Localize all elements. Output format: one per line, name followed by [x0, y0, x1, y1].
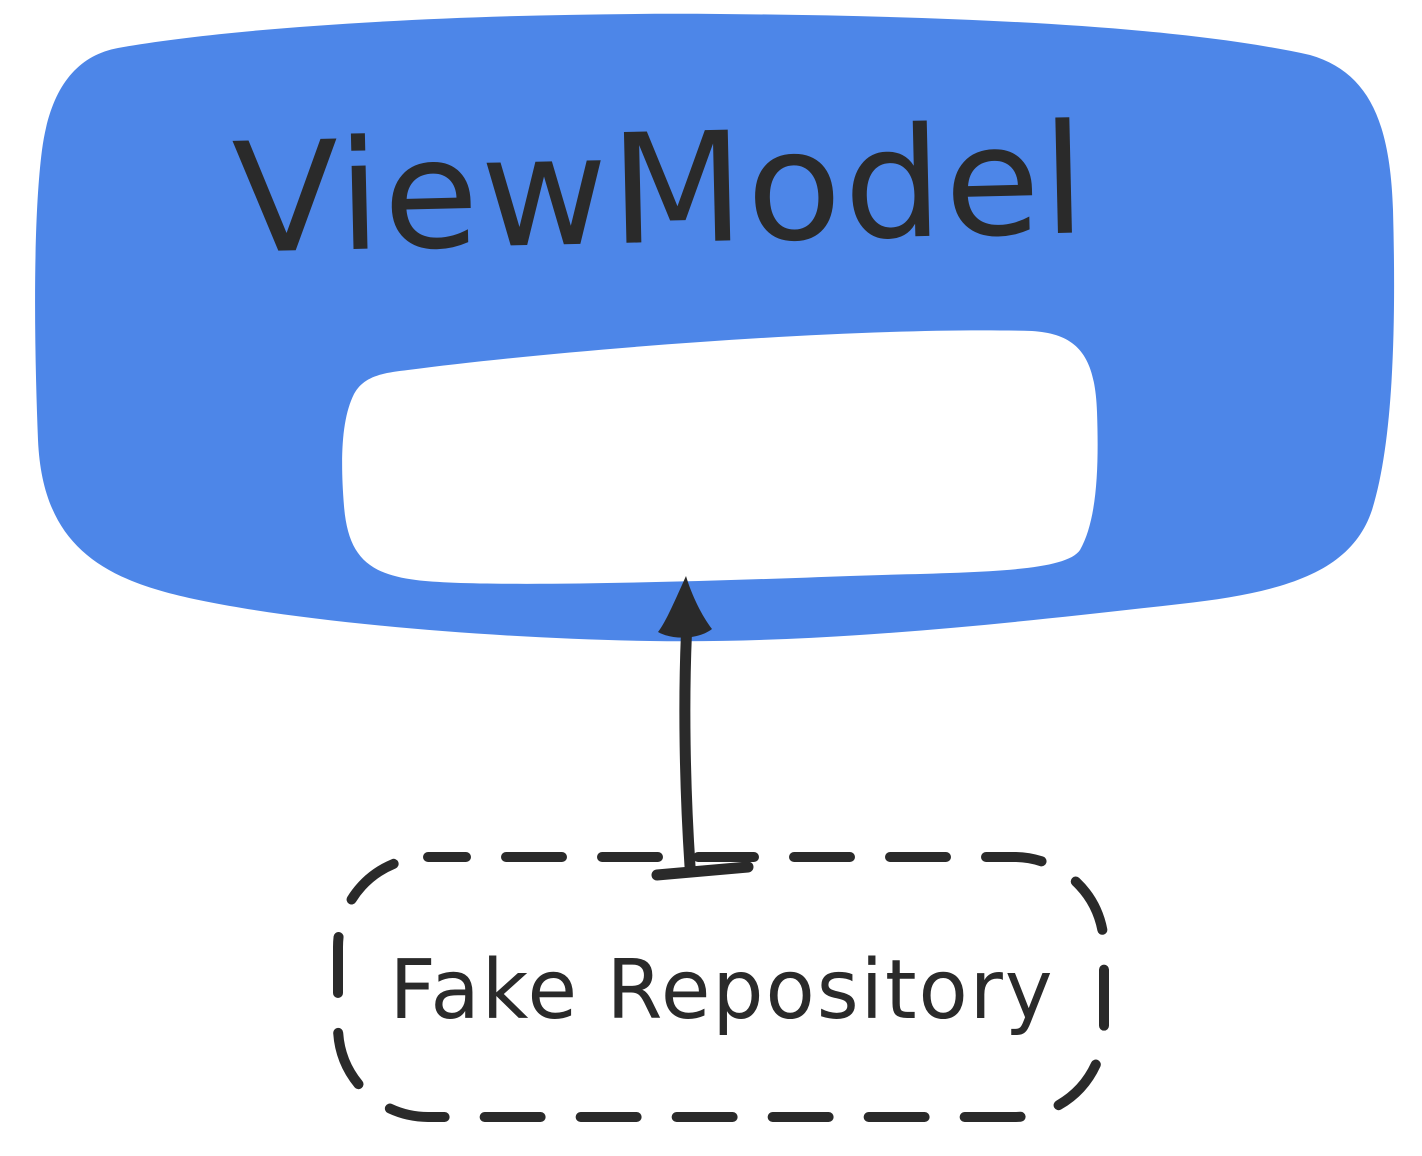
viewmodel-label: ViewModel: [231, 91, 1090, 287]
fake-repository-label: Fake Repository: [390, 943, 1055, 1038]
viewmodel-empty-slot: [342, 330, 1098, 584]
viewmodel-node: ViewModel: [35, 13, 1395, 642]
arrow-shaft: [679, 616, 696, 872]
fake-repository-box: [333, 852, 1109, 1122]
arrow-head: [658, 576, 712, 638]
dependency-arrow: [651, 576, 754, 881]
fake-repository-node: Fake Repository: [333, 852, 1109, 1122]
arrow-foot: [651, 861, 754, 881]
